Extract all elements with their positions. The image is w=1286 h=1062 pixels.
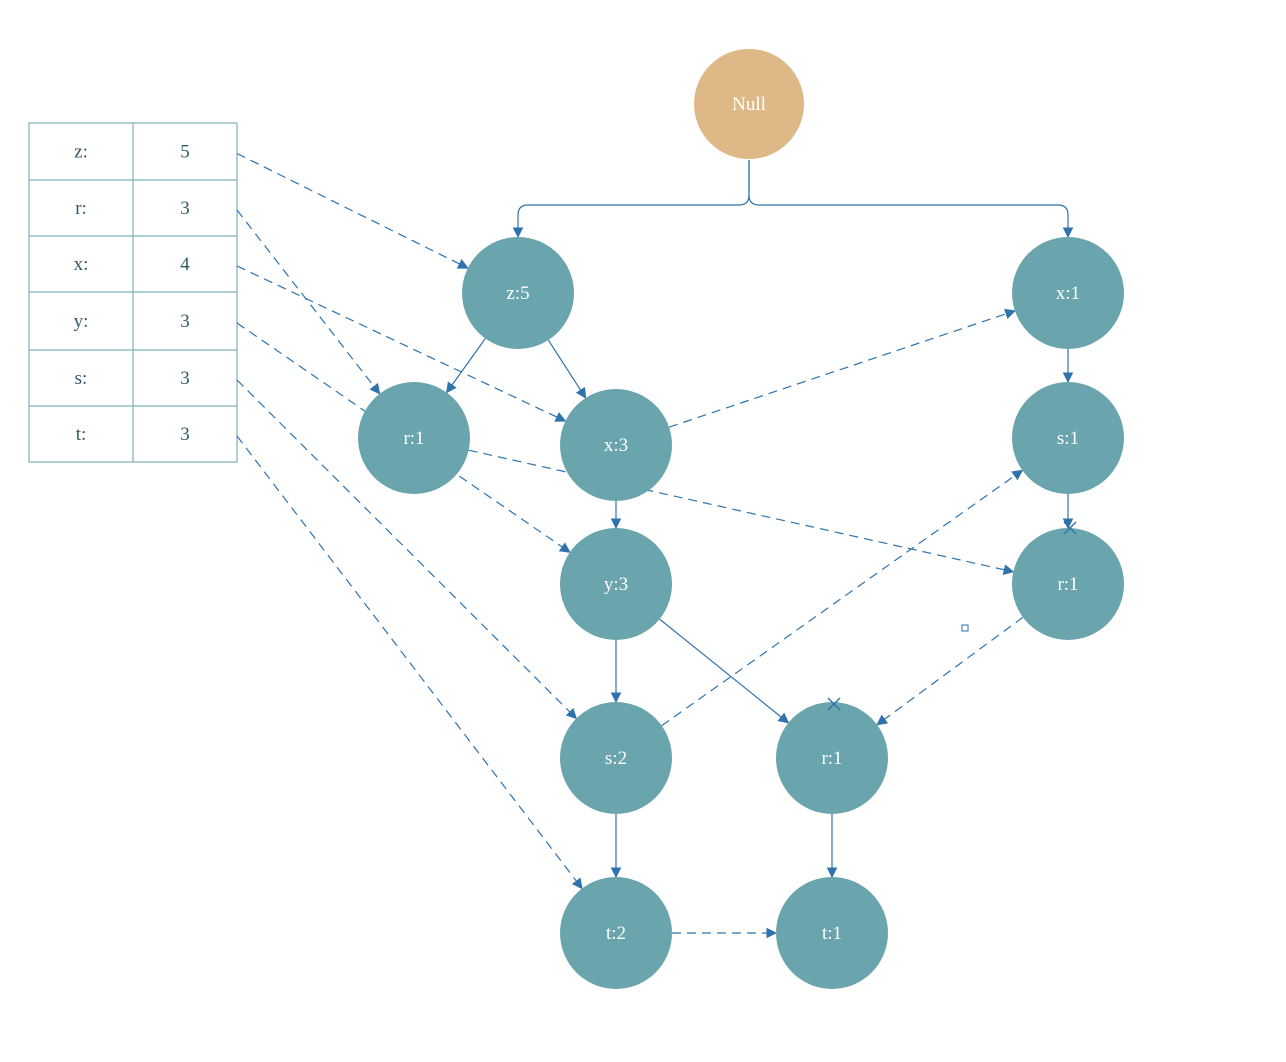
nodes-layer: Null z:5 r:1 x:3 y:3 s:2 t:2 r:1 t:1 x:1 s:1 r:1: [358, 49, 1124, 989]
node-label: y:3: [604, 574, 628, 595]
node-link-r1a-r1c: [468, 449, 1015, 575]
tree-edge-z5-r1a: [446, 338, 486, 394]
node-label: x:1: [1056, 283, 1080, 304]
table-item-label: z:: [74, 142, 88, 163]
table-item-count: 3: [180, 311, 190, 332]
tree-edge-null-x1: [748, 160, 1074, 239]
table-item-count: 3: [180, 198, 190, 219]
table-row: z: 5: [74, 142, 190, 163]
table-item-count: 4: [180, 254, 190, 275]
node-circle: [1012, 237, 1124, 349]
table-row: r: 3: [75, 198, 190, 219]
node-circle: [560, 528, 672, 640]
endpoint-x-icon: [1063, 521, 1077, 535]
node-circle: [1012, 382, 1124, 494]
node-circle: [358, 382, 470, 494]
tree-node-x3: x:3: [560, 389, 672, 501]
node-link-r1c-r1b: [876, 616, 1024, 726]
node-circle: [560, 877, 672, 989]
node-label: t:2: [606, 923, 626, 944]
tree-node-r1b: r:1: [776, 702, 888, 814]
tree-node-r1c: r:1: [1012, 528, 1124, 640]
node-label: r:1: [821, 748, 842, 769]
node-label: z:5: [506, 283, 529, 304]
edges-layer: [236, 152, 1074, 939]
node-circle: [560, 389, 672, 501]
node-label: r:1: [1057, 574, 1078, 595]
root-node: Null: [694, 49, 804, 159]
table-item-label: s:: [75, 368, 88, 389]
connection-point-icon: [961, 624, 969, 632]
table-item-label: t:: [76, 424, 87, 445]
tree-node-t1a: t:1: [776, 877, 888, 989]
endpoint-x-icon: [827, 697, 841, 711]
node-link-table-r-r1a: [236, 209, 381, 395]
tree-node-s1: s:1: [1012, 382, 1124, 494]
tree-node-s2: s:2: [560, 702, 672, 814]
tree-edge-null-z5: [512, 160, 750, 239]
node-link-table-x-x3: [236, 265, 567, 422]
node-label: r:1: [403, 428, 424, 449]
node-circle: [462, 237, 574, 349]
node-label: x:3: [604, 435, 628, 456]
table-item-count: 3: [180, 424, 190, 445]
tree-node-t2: t:2: [560, 877, 672, 989]
table-item-label: r:: [75, 198, 87, 219]
table-item-count: 3: [180, 368, 190, 389]
node-link-table-s-s2: [236, 379, 578, 720]
tree-edge-y3-r1b: [659, 618, 790, 724]
header-table: z: 5 r: 3 x: 4 y: 3 s: 3 t: 3: [28, 122, 238, 463]
table-row: x: 4: [74, 254, 191, 275]
node-label: s:2: [605, 748, 627, 769]
node-circle: [776, 877, 888, 989]
tree-node-x1: x:1: [1012, 237, 1124, 349]
node-link-x3-x1: [668, 308, 1016, 428]
node-link-table-z-z5: [236, 152, 469, 269]
table-row: y: 3: [74, 311, 190, 332]
node-circle: [776, 702, 888, 814]
node-circle: [1012, 528, 1124, 640]
tree-node-y3: y:3: [560, 528, 672, 640]
node-circle: [560, 702, 672, 814]
tree-node-r1a: r:1: [358, 382, 470, 494]
selection-markers: [827, 521, 1077, 711]
node-label: Null: [732, 94, 766, 115]
node-label: t:1: [822, 923, 842, 944]
node-label: s:1: [1057, 428, 1079, 449]
table-row: s: 3: [75, 368, 190, 389]
table-item-count: 5: [180, 142, 190, 163]
tree-edge-z5-x3: [547, 339, 587, 399]
table-row: t: 3: [76, 424, 190, 445]
table-item-label: y:: [74, 311, 89, 332]
node-link-table-t-t2: [236, 435, 583, 890]
table-item-label: x:: [74, 254, 89, 275]
node-link-s2-s1: [661, 469, 1024, 727]
tree-node-z5: z:5: [462, 237, 574, 349]
node-circle: [694, 49, 804, 159]
